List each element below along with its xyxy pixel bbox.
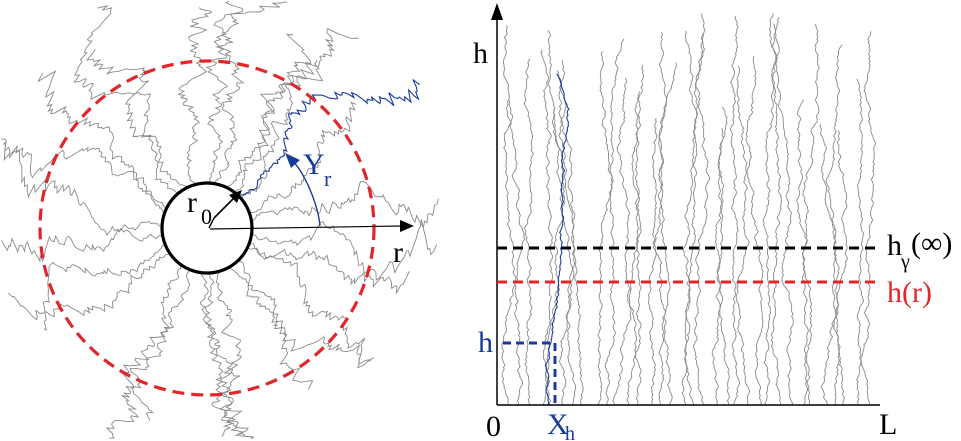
vertical-trajectory bbox=[770, 17, 782, 406]
vertical-trajectory bbox=[820, 130, 849, 406]
radial-trajectory bbox=[85, 49, 188, 189]
radial-trajectory bbox=[213, 1, 288, 184]
highlighted-vertical-trajectory bbox=[544, 73, 570, 406]
radial-trajectory bbox=[249, 101, 357, 214]
vertical-trajectory bbox=[795, 99, 813, 406]
vertical-trajectory bbox=[762, 23, 778, 406]
L-label: L bbox=[879, 408, 897, 441]
r0-label: r bbox=[187, 186, 197, 219]
vertical-trajectory bbox=[657, 62, 677, 406]
vertical-trajectory bbox=[819, 124, 845, 406]
red-dashed-circle bbox=[38, 59, 376, 397]
vertical-trajectory bbox=[652, 32, 667, 406]
r-axis-arrowhead bbox=[400, 220, 414, 232]
h-of-r-label: h(r) bbox=[887, 276, 932, 309]
vertical-trajectory bbox=[825, 44, 843, 405]
h-gamma-label: h bbox=[887, 229, 902, 262]
radial-trajectory bbox=[37, 70, 168, 208]
yr-subscript: r bbox=[324, 166, 332, 191]
r0-tick bbox=[208, 217, 215, 229]
vertical-walks-panel: h 0 L h γ (∞) h(r) h X h bbox=[473, 3, 952, 441]
radial-trajectory bbox=[251, 221, 410, 294]
vertical-trajectory bbox=[856, 78, 870, 405]
vertical-trajectory bbox=[735, 65, 751, 406]
radial-trajectory bbox=[227, 267, 375, 369]
radial-trajectory bbox=[42, 244, 166, 331]
vertical-trajectory bbox=[647, 117, 658, 406]
radial-trajectory bbox=[205, 0, 244, 184]
vertical-trajectory bbox=[717, 106, 730, 406]
r0-arrow-line bbox=[213, 195, 237, 219]
vertical-trajectory bbox=[692, 13, 711, 406]
radial-trajectory bbox=[240, 59, 324, 199]
radial-trajectory bbox=[227, 33, 315, 189]
radial-trajectory bbox=[237, 260, 314, 390]
radial-trajectory bbox=[3, 141, 165, 215]
radial-trajectory bbox=[215, 271, 242, 437]
radial-trajectory bbox=[7, 253, 171, 321]
highlighted-radial-trajectory bbox=[240, 79, 420, 196]
vertical-trajectory bbox=[540, 49, 554, 406]
xh-subscript: h bbox=[565, 423, 575, 441]
h-marker-label: h bbox=[478, 326, 493, 359]
h-axis-arrowhead bbox=[491, 3, 503, 20]
origin-label: 0 bbox=[486, 410, 501, 441]
radial-walks-panel: r r 0 Y r bbox=[1, 0, 439, 440]
vertical-trajectory bbox=[556, 70, 576, 406]
vertical-trajectory bbox=[597, 38, 625, 406]
radial-trajectory bbox=[105, 264, 182, 439]
h-gamma-subscript: γ bbox=[900, 251, 910, 273]
radial-trajectories bbox=[1, 0, 439, 440]
radial-trajectory bbox=[1, 221, 163, 263]
h-gamma-argument: (∞) bbox=[911, 227, 952, 260]
vertical-trajectory bbox=[599, 51, 616, 406]
yr-arc-arrowhead bbox=[285, 153, 300, 168]
radial-trajectory bbox=[73, 5, 179, 194]
vertical-trajectory bbox=[681, 30, 698, 406]
vertical-trajectory bbox=[616, 77, 638, 406]
vertical-trajectory bbox=[729, 15, 741, 406]
radial-trajectory bbox=[177, 7, 213, 185]
r-axis-label: r bbox=[393, 236, 403, 269]
radial-trajectory bbox=[246, 219, 437, 286]
radial-trajectory bbox=[250, 181, 439, 228]
vertical-trajectory bbox=[745, 55, 764, 406]
vertical-trajectory bbox=[508, 99, 526, 406]
yr-label: Y bbox=[303, 148, 325, 181]
radial-trajectory bbox=[204, 272, 254, 439]
vertical-trajectory bbox=[801, 24, 820, 406]
vertical-trajectory bbox=[682, 33, 704, 406]
vertical-trajectory bbox=[523, 58, 534, 406]
vertical-trajectory bbox=[768, 13, 794, 406]
radial-trajectory bbox=[199, 272, 255, 440]
vertical-trajectory bbox=[501, 25, 517, 406]
r0-subscript: 0 bbox=[201, 204, 212, 229]
vertical-trajectory bbox=[558, 59, 584, 406]
h-axis-label: h bbox=[473, 37, 488, 70]
radial-trajectory bbox=[129, 268, 191, 421]
radial-trajectory bbox=[235, 28, 359, 194]
vertical-trajectories bbox=[501, 13, 876, 406]
r-axis-line bbox=[209, 225, 403, 230]
r0-arrowhead bbox=[229, 190, 242, 203]
vertical-trajectory bbox=[711, 128, 725, 406]
vertical-trajectory bbox=[856, 31, 876, 406]
radial-trajectory bbox=[1, 138, 163, 242]
xh-label: X bbox=[547, 408, 569, 441]
radial-trajectory bbox=[249, 242, 372, 365]
vertical-trajectory bbox=[631, 64, 645, 406]
